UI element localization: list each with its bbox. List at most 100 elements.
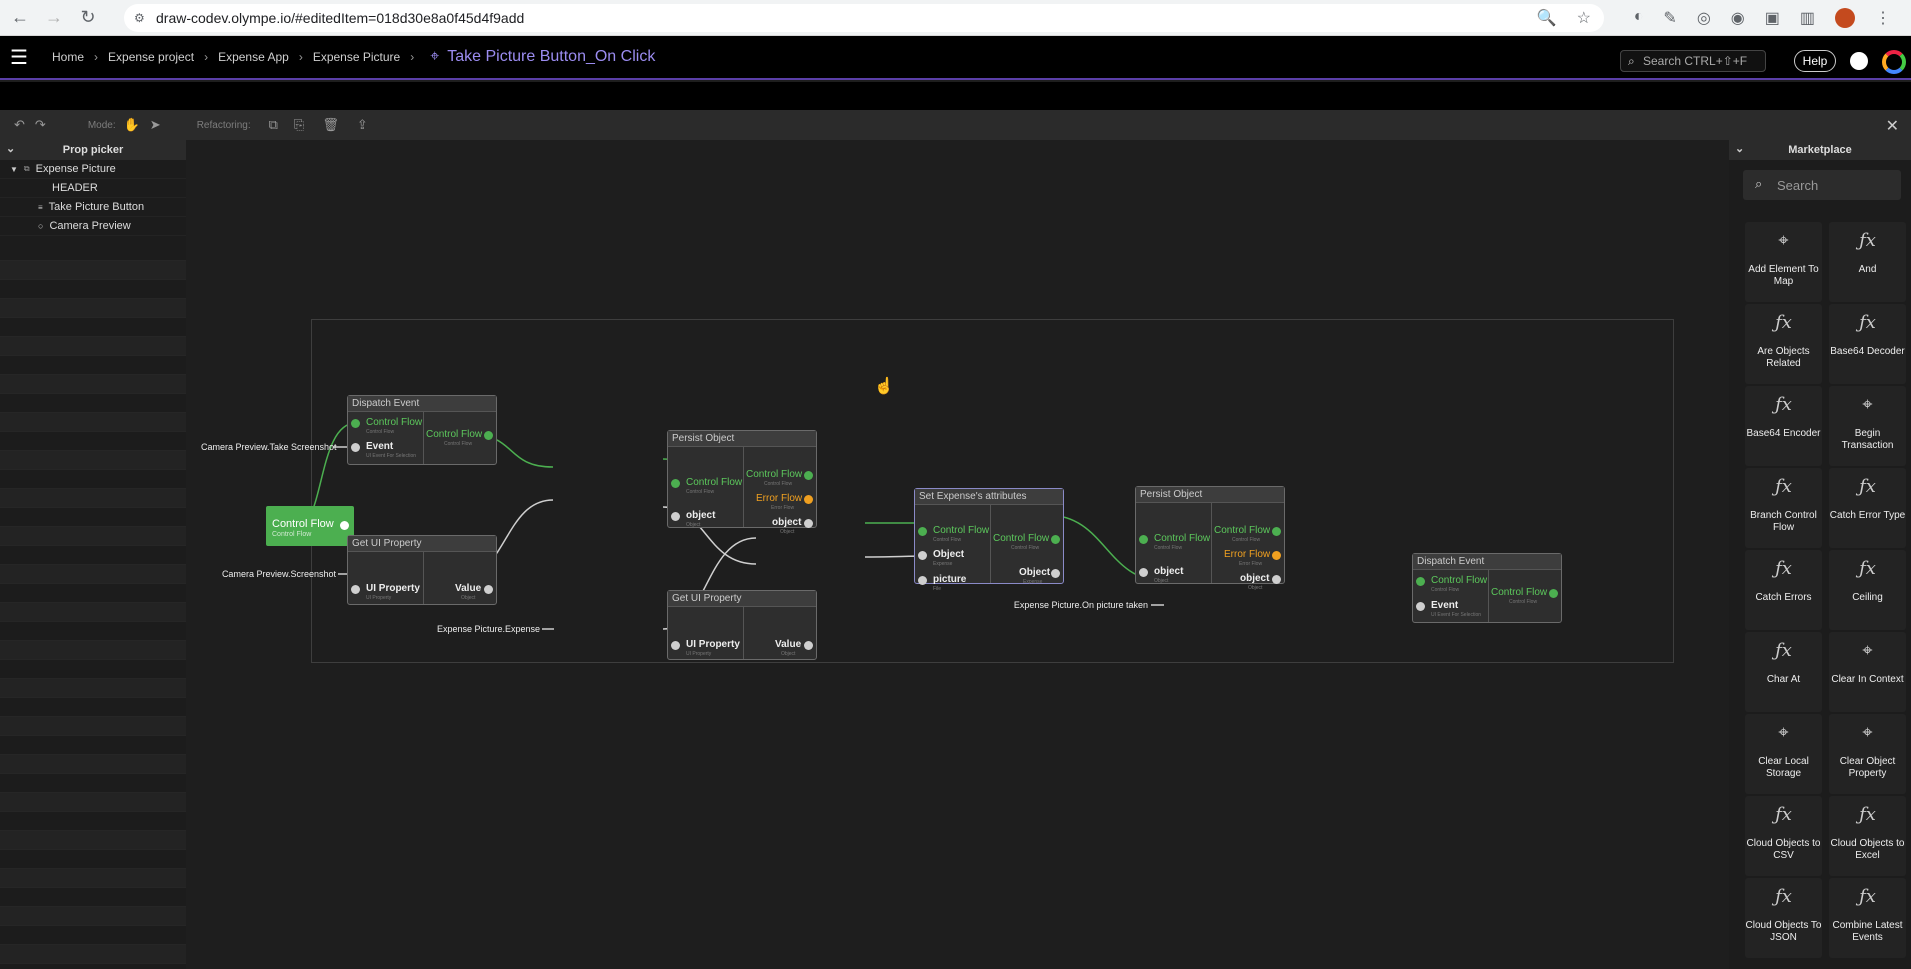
screen-icon: ⧉	[23, 164, 30, 173]
error-output-port[interactable]	[804, 495, 813, 504]
undo-icon[interactable]: ↶	[14, 117, 25, 132]
breadcrumb-home[interactable]: Home	[52, 50, 85, 64]
error-output-port[interactable]	[1272, 551, 1281, 560]
input-port[interactable]	[918, 576, 927, 585]
hand-mode-icon[interactable]: ✋	[123, 117, 140, 132]
marketplace-item[interactable]: ⌖Clear Object Property	[1829, 714, 1906, 794]
breadcrumb-project[interactable]: Expense project	[108, 50, 195, 64]
input-port[interactable]	[671, 641, 680, 650]
sidebar-icon[interactable]: ▥	[1799, 10, 1815, 27]
input-port[interactable]	[1416, 577, 1425, 586]
port-label: Error Flow	[1224, 549, 1271, 560]
prop-picker-header[interactable]: ⌄ Prop picker	[0, 140, 186, 160]
input-port[interactable]	[671, 479, 680, 488]
extension-icon[interactable]: ◎	[1696, 10, 1711, 27]
global-search-input[interactable]: ⌕ Search CTRL+⇧+F	[1620, 50, 1766, 72]
back-icon[interactable]: ←	[11, 7, 29, 27]
zoom-icon[interactable]: 🔍	[1536, 10, 1557, 27]
chevron-down-icon[interactable]: ⌄	[1735, 143, 1745, 155]
input-port[interactable]	[1416, 602, 1425, 611]
tree-item-camera-preview[interactable]: ○ Camera Preview	[0, 217, 186, 236]
marketplace-item-name: Begin Transaction	[1841, 428, 1894, 451]
olympe-logo-icon[interactable]	[1882, 50, 1906, 74]
hamburger-menu-icon[interactable]: ☰	[10, 46, 28, 69]
breadcrumb-app[interactable]: Expense App	[218, 50, 289, 64]
user-account-icon[interactable]	[1850, 52, 1868, 70]
get-ui-property-node[interactable]: Get UI Property UI Property UI Property …	[667, 590, 817, 660]
dispatch-event-node[interactable]: Dispatch Event Control Flow Control Flow…	[347, 395, 497, 465]
start-control-flow-node[interactable]: Control Flow Control Flow	[266, 506, 354, 546]
help-button[interactable]: Help	[1794, 50, 1836, 72]
dispatch-event-node[interactable]: Dispatch Event Control Flow Control Flow…	[1412, 553, 1562, 623]
chevron-down-icon[interactable]: ⌄	[6, 143, 16, 155]
reload-icon[interactable]: ↻	[80, 7, 96, 27]
persist-object-node[interactable]: Persist Object Control Flow Control Flow…	[667, 430, 817, 535]
tree-item-expense-picture[interactable]: ▼ ⧉ Expense Picture	[0, 160, 186, 179]
output-port[interactable]	[484, 431, 493, 440]
address-bar[interactable]: ⚙ draw-codev.olympe.io/#editedItem=018d3…	[124, 4, 1604, 32]
extensions-puzzle-icon[interactable]: ▣	[1764, 10, 1780, 27]
pointer-mode-icon[interactable]: ➤	[149, 117, 161, 132]
output-port[interactable]	[1272, 527, 1281, 536]
output-port[interactable]	[1272, 575, 1281, 584]
tree-item-take-picture-button[interactable]: ≡ Take Picture Button	[0, 198, 186, 217]
bookmark-star-icon[interactable]: ☆	[1576, 10, 1591, 27]
copy-icon[interactable]: ⧉	[268, 117, 278, 132]
more-menu-icon[interactable]: ⋮	[1875, 10, 1891, 27]
tree-item-header[interactable]: HEADER	[0, 179, 186, 198]
forward-icon[interactable]: →	[45, 7, 63, 27]
marketplace-item[interactable]: ⌖Begin Transaction	[1829, 386, 1906, 466]
close-icon[interactable]: ✕	[1885, 118, 1899, 135]
logic-canvas[interactable]: Control Flow Control Flow Camera Preview…	[186, 140, 1729, 969]
set-expense-attributes-node[interactable]: Set Expense's attributes Control Flow Co…	[914, 488, 1064, 592]
extension-icon[interactable]: ◉	[1730, 10, 1745, 27]
output-port[interactable]	[804, 641, 813, 650]
marketplace-header[interactable]: ⌄ Marketplace	[1729, 140, 1911, 160]
input-port[interactable]	[918, 527, 927, 536]
expand-triangle-icon[interactable]: ▼	[10, 164, 18, 174]
get-ui-property-node[interactable]: Get UI Property UI Property UI Property …	[347, 535, 497, 605]
marketplace-search-input[interactable]: ⌕ Search	[1743, 170, 1901, 200]
start-output-port[interactable]	[340, 521, 349, 530]
extension-icon[interactable]: ◐	[1633, 8, 1644, 25]
export-icon[interactable]: ⇪	[356, 117, 368, 132]
search-icon: ⌕	[1628, 54, 1635, 68]
marketplace-item[interactable]: ⌖Clear Local Storage	[1745, 714, 1822, 794]
marketplace-item[interactable]: ⌖Clear In Context	[1829, 632, 1906, 712]
input-port[interactable]	[1139, 535, 1148, 544]
output-port[interactable]	[1051, 535, 1060, 544]
input-port[interactable]	[671, 512, 680, 521]
persist-object-node[interactable]: Persist Object Control Flow Control Flow…	[1135, 486, 1285, 591]
input-port[interactable]	[351, 585, 360, 594]
input-port[interactable]	[918, 551, 927, 560]
input-port[interactable]	[351, 443, 360, 452]
paste-icon[interactable]: ⎘	[293, 117, 305, 132]
input-port[interactable]	[351, 419, 360, 428]
marketplace-item[interactable]: ⌖Add Element To Map	[1745, 222, 1822, 302]
site-info-icon[interactable]: ⚙	[134, 11, 145, 25]
delete-icon[interactable]: 🗑	[322, 117, 339, 132]
output-port[interactable]	[484, 585, 493, 594]
output-port[interactable]	[804, 519, 813, 528]
output-port[interactable]	[1549, 589, 1558, 598]
breadcrumb-screen[interactable]: Expense Picture	[312, 50, 401, 64]
input-port[interactable]	[1139, 568, 1148, 577]
profile-avatar[interactable]	[1835, 8, 1855, 28]
output-port[interactable]	[804, 471, 813, 480]
extension-icon[interactable]: ✎	[1663, 10, 1677, 27]
redo-icon[interactable]: ↷	[34, 117, 46, 132]
output-port[interactable]	[1051, 569, 1060, 578]
